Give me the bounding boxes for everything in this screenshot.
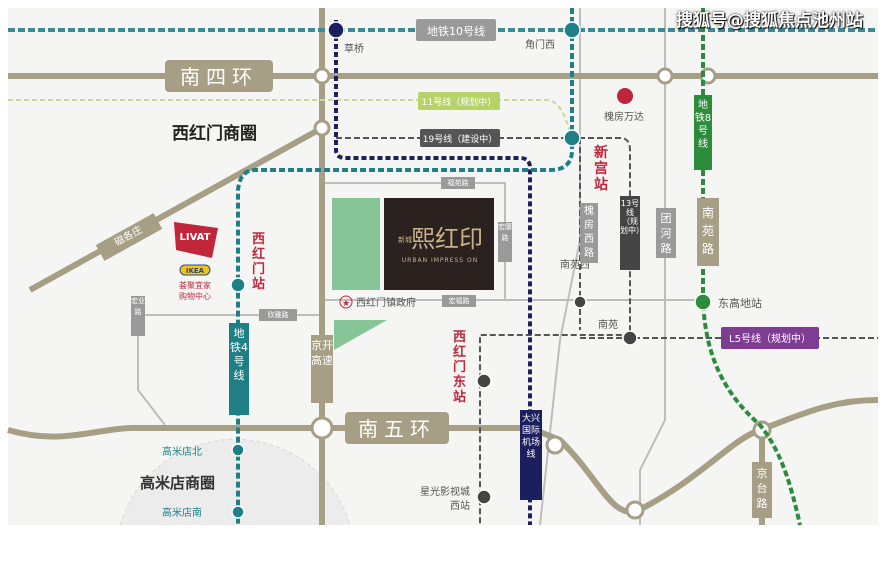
station-xihongmen <box>230 277 246 293</box>
minor-road-label: 宏福路 <box>442 295 476 307</box>
watermark: 搜狐号@搜狐焦点池州站 <box>676 11 863 31</box>
station-xingguang <box>476 489 492 505</box>
station-donggaodi <box>694 293 712 311</box>
line19 <box>336 137 631 525</box>
line4 <box>236 8 574 525</box>
xihongmen-east-label: 西红门东站 <box>453 330 467 405</box>
gaomidian-circle-label: 高米店商圈 <box>140 474 215 492</box>
line11-label: 11号线（规划中） <box>422 96 496 108</box>
livat-logo <box>174 222 218 258</box>
xihongmen-station-label: 西红门站 <box>252 232 266 292</box>
label-gov: 西红门镇政府 <box>356 296 416 309</box>
green-parcel <box>334 320 387 350</box>
line13-label: 13号线（规划中） <box>620 196 644 270</box>
ring5-label-box <box>345 412 449 444</box>
label-xingguang: 星光影视城 <box>420 485 470 498</box>
wanda-icon <box>617 88 633 104</box>
minor-road-label: 宏业路 <box>131 296 145 336</box>
station-caoqiao <box>327 21 345 39</box>
line19-box <box>420 129 500 147</box>
label-donggaodi: 东高地站 <box>718 296 762 310</box>
ring4-label: 南四环 <box>180 65 258 89</box>
xihongmen-circle-label: 西红门商圈 <box>172 123 257 144</box>
ring5-label: 南五环 <box>358 417 436 441</box>
label-nanyuan: 南苑 <box>598 318 618 331</box>
label-wanda: 槐房万达 <box>604 110 644 123</box>
station-xihongmen-east <box>476 373 492 389</box>
minor-road-label: 欣雅路 <box>259 309 297 321</box>
airport-line <box>334 20 532 525</box>
minor-road-label: 福苑路 <box>441 177 475 189</box>
interchanges <box>310 67 772 520</box>
line4-label: 地铁4号线 <box>229 323 249 415</box>
ring4-label-box <box>165 60 273 92</box>
mall-label2: 购物中心 <box>179 291 211 301</box>
station-gaomidian-north <box>231 443 245 457</box>
gaomidian-area <box>119 438 351 526</box>
station-gaomidian-south <box>231 505 245 519</box>
green-parcel <box>332 198 380 290</box>
star-glyph: ★ <box>342 299 350 309</box>
huaifang-west-label: 槐房西路 <box>580 203 598 263</box>
gov-star-icon <box>339 295 353 309</box>
xingong-station-label: 新宫站 <box>594 145 608 193</box>
line10-box <box>416 19 496 41</box>
jingtai-label: 京台路 <box>752 462 772 518</box>
label-caoqiao: 草桥 <box>344 43 364 55</box>
label-xingguang2: 西站 <box>450 499 470 512</box>
project-subtitle: URBAN IMPRESS ON <box>402 257 478 264</box>
project-name: 熙红印 <box>411 225 483 253</box>
line19-label: 19号线（建设中） <box>423 133 497 145</box>
mall-label1: 荟聚宜家 <box>179 280 211 290</box>
line11-box <box>418 92 500 110</box>
station-nanyuan <box>622 330 638 346</box>
nanyuan-road-label: 南苑路 <box>697 198 719 266</box>
station-nanyuanxi <box>573 295 587 309</box>
ikea-logo <box>179 264 211 276</box>
line8 <box>701 8 802 526</box>
label-gaomidian-north: 高米店北 <box>162 445 202 458</box>
project-box <box>384 198 494 290</box>
project-prefix: 新城 <box>398 235 412 244</box>
l5-label: L5号线（规划中） <box>729 332 811 345</box>
livat-text: LIVAT <box>180 232 211 243</box>
label-jiaomenxi: 角门西 <box>525 38 555 51</box>
l5-box <box>721 327 819 349</box>
ikea-text: IKEA <box>186 267 205 275</box>
airport-line-label: 大兴国际机场线 <box>520 410 542 500</box>
station-xingong <box>563 129 581 147</box>
line8-label: 地铁8号线 <box>694 95 712 170</box>
label-gaomidian-south: 高米店南 <box>162 506 202 519</box>
tuanhe-road-label: 团河路 <box>656 208 676 258</box>
station-jiaomenxi <box>563 21 581 39</box>
line10-label: 地铁10号线 <box>427 24 485 38</box>
jingkai-label: 京开高速 <box>311 335 333 403</box>
minor-road-label: 宏康路 <box>498 222 512 262</box>
